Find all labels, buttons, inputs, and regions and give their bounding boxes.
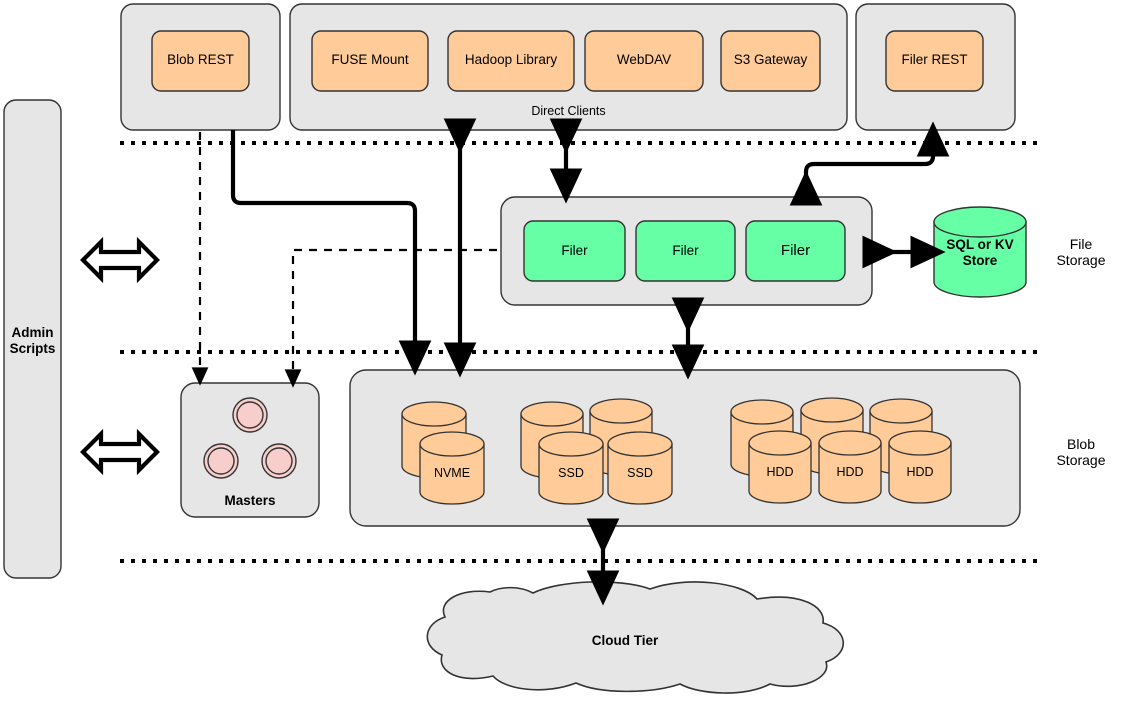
admin-arrow-blob-tier <box>80 428 160 476</box>
label-cloud-tier: Cloud Tier <box>591 633 659 648</box>
label-filer-3[interactable]: Filer <box>780 242 811 259</box>
label-ssd-1: SSD <box>558 466 584 480</box>
admin-arrow-file-tier <box>80 236 160 284</box>
metastore-cylinder <box>933 206 1027 298</box>
masters-box <box>180 382 320 518</box>
label-nvme: NVME <box>433 466 471 480</box>
label-hdd-3: HDD <box>906 465 934 479</box>
node-filer-2 <box>635 220 736 282</box>
node-hadoop-library <box>447 30 575 92</box>
node-fuse-mount <box>311 30 429 92</box>
label-filer-1[interactable]: Filer <box>561 243 588 258</box>
label-metastore: SQL or KV Store <box>946 237 1014 268</box>
master-node-circles <box>203 397 297 479</box>
node-webdav <box>584 30 704 92</box>
node-blob-rest <box>151 30 250 92</box>
connector-filer-rest-down <box>789 121 950 206</box>
hdd-group <box>730 397 952 504</box>
node-s3-gateway <box>720 30 821 92</box>
label-fuse-mount[interactable]: FUSE Mount <box>331 52 409 67</box>
label-webdav[interactable]: WebDAV <box>616 52 672 67</box>
label-hadoop-library[interactable]: Hadoop Library <box>464 52 558 67</box>
cloud-tier-shape <box>426 581 844 694</box>
nvme-group <box>401 401 485 505</box>
label-file-storage: File Storage <box>1056 236 1106 269</box>
label-filer-rest[interactable]: Filer REST <box>901 52 968 67</box>
admin-scripts-panel <box>3 99 62 579</box>
ssd-group <box>520 398 673 505</box>
label-filer-2[interactable]: Filer <box>672 243 699 258</box>
label-hdd-2: HDD <box>836 465 864 479</box>
node-filer-3 <box>745 220 846 282</box>
label-hdd-1: HDD <box>766 465 794 479</box>
label-ssd-2: SSD <box>627 466 653 480</box>
connector-blob-rest-to-volumes <box>230 130 432 376</box>
label-admin-scripts: Admin Scripts <box>9 325 56 356</box>
label-masters: Masters <box>224 493 276 508</box>
label-s3-gateway[interactable]: S3 Gateway <box>733 52 808 67</box>
connector-filer-to-masters-dashed <box>284 248 497 388</box>
node-filer-1 <box>523 220 626 282</box>
label-blob-rest[interactable]: Blob REST <box>167 52 234 67</box>
label-direct-clients: Direct Clients <box>531 104 606 118</box>
node-filer-rest <box>885 30 984 92</box>
label-blob-storage: Blob Storage <box>1056 436 1106 469</box>
